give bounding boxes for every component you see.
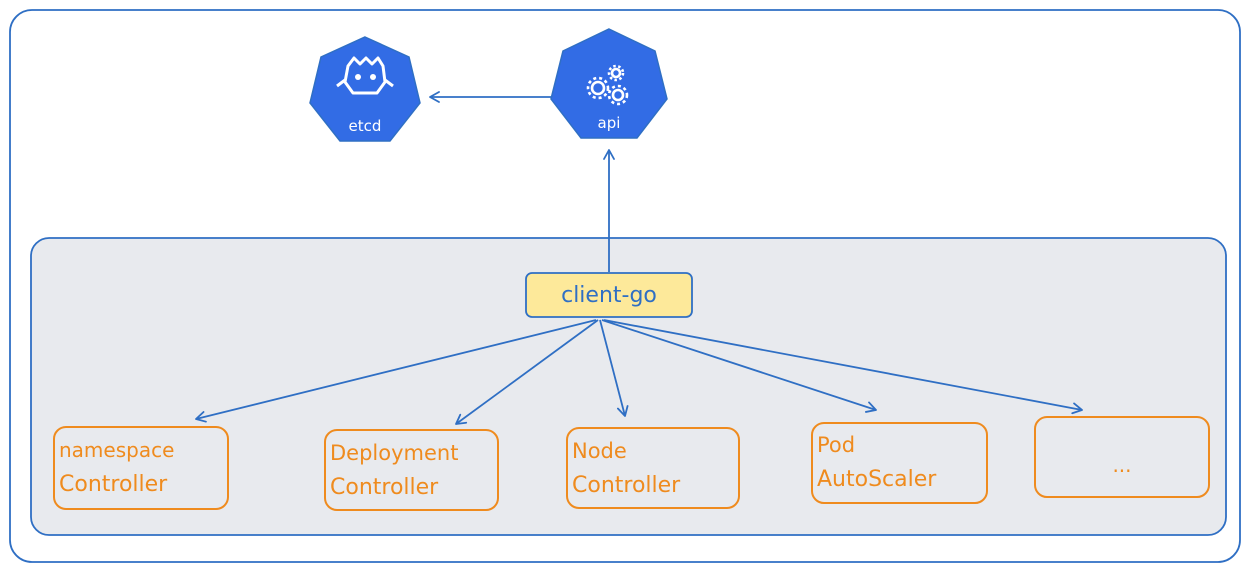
etcd-node: etcd	[309, 36, 421, 142]
controller-namespace: namespace Controller	[53, 426, 229, 510]
controller-box	[1034, 416, 1210, 498]
controller-node: Node Controller	[566, 427, 740, 509]
gears-icon	[586, 64, 629, 106]
controller-deployment: Deployment Controller	[324, 429, 499, 511]
arrow-to-node-controller	[599, 319, 629, 417]
etcd-heptagon	[309, 36, 421, 142]
etcd-robot-icon	[336, 56, 394, 95]
arrow-to-deployment-controller	[455, 319, 599, 425]
controller-label-line1: ...	[1112, 453, 1131, 477]
controller-pod-autoscaler: Pod AutoScaler	[811, 422, 988, 504]
controller-box	[324, 429, 499, 511]
controller-more: ...	[1034, 416, 1210, 498]
controller-label-line2: AutoScaler	[817, 467, 937, 492]
arrow-to-namespace-controller	[195, 319, 597, 423]
api-heptagon	[550, 28, 668, 139]
controller-group	[30, 237, 1227, 536]
client-go-label: client-go	[561, 283, 657, 308]
outer-frame	[9, 9, 1241, 563]
controller-label-line1: Node	[572, 439, 627, 463]
arrow-to-more	[603, 319, 1083, 415]
api-node: api	[550, 28, 668, 139]
arrow-to-pod-autoscaler	[601, 319, 877, 413]
controller-label-line1: namespace	[59, 438, 174, 462]
controller-label-line2: Controller	[330, 475, 439, 500]
controller-box	[811, 422, 988, 504]
controller-box	[53, 426, 229, 510]
controller-label-line1: Deployment	[330, 441, 458, 465]
controller-box	[566, 427, 740, 509]
client-go-rect	[525, 272, 693, 318]
controller-label-line2: Controller	[59, 472, 168, 497]
etcd-label: etcd	[349, 117, 382, 135]
api-label: api	[598, 114, 621, 132]
controller-label-line2: Controller	[572, 473, 681, 498]
client-go-box: client-go	[525, 272, 693, 318]
controller-label-line1: Pod	[817, 433, 855, 457]
